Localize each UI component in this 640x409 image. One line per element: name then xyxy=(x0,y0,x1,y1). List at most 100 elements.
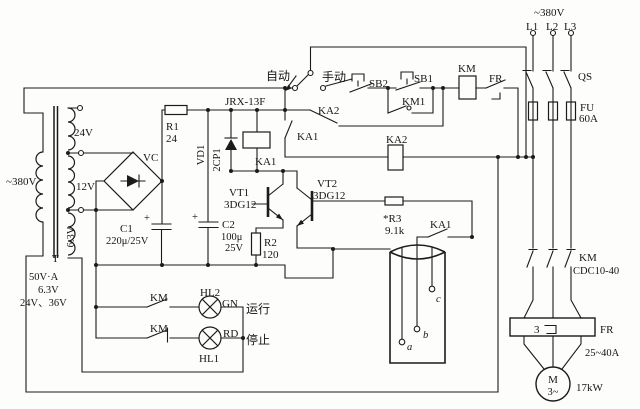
resistor-r3 xyxy=(384,196,404,206)
label-2cp1: 2CP1 xyxy=(212,148,223,171)
label-supply-voltage: ~380V xyxy=(534,7,564,19)
fuse-l3 xyxy=(565,101,577,121)
bridge-rectifier xyxy=(103,151,163,211)
label-km-type: CDC10-40 xyxy=(573,266,619,277)
resistor-r1 xyxy=(164,104,188,116)
label-l2: L2 xyxy=(546,21,558,33)
diode-vd1-icon xyxy=(225,139,237,150)
label-hl1: HL1 xyxy=(199,353,219,365)
label-vd1: VD1 xyxy=(196,145,207,165)
label-km-coil: KM xyxy=(458,63,476,75)
label-r1: R1 xyxy=(166,121,179,133)
label-motor-power: 17kW xyxy=(576,382,604,394)
label-r1-val: 24 xyxy=(166,133,178,145)
label-primary-voltage: ~380V xyxy=(6,176,36,188)
label-run: 运行 xyxy=(246,302,270,316)
label-vt2-type: 3DG12 xyxy=(313,190,345,202)
label-t-spec1: 50V·A xyxy=(29,272,59,283)
resistor-r2 xyxy=(250,232,262,256)
label-km-lamp2: KM xyxy=(150,323,168,335)
junction-dots xyxy=(66,86,535,340)
label-t: T xyxy=(52,253,59,265)
bridge-diode-icon xyxy=(127,175,139,187)
vt1-emitter-arrow xyxy=(276,213,283,220)
transformer-symbol xyxy=(35,106,76,258)
fr-heater-icon xyxy=(544,324,557,335)
label-fr-range: 25~40A xyxy=(585,348,620,359)
label-fu: FU xyxy=(580,102,594,114)
probe-a-tip xyxy=(398,338,406,346)
label-r3-val: 9.1k xyxy=(385,225,405,237)
label-hl2: HL2 xyxy=(200,287,220,299)
fuse-l1 xyxy=(527,101,539,121)
label-c1-plus: + xyxy=(144,213,150,224)
secondary-winding xyxy=(67,107,76,256)
terminal-l1 xyxy=(529,29,537,37)
label-sb2: SB2 xyxy=(369,78,388,90)
label-vt1: VT1 xyxy=(229,187,249,199)
label-sb1: SB1 xyxy=(414,73,433,85)
label-km-lamp1: KM xyxy=(150,292,168,304)
terminal-tap2 xyxy=(77,206,85,214)
label-gn: GN xyxy=(222,298,238,310)
auto-arrow-icon xyxy=(285,84,292,91)
symbol-ticks xyxy=(166,69,576,343)
label-c2: C2 xyxy=(222,219,235,231)
vt2-emitter-arrow xyxy=(297,219,304,226)
label-fu-val: 60A xyxy=(579,113,598,125)
lamp-hl1 xyxy=(198,326,222,350)
label-rd: RD xyxy=(223,328,238,340)
label-t-spec2: 6.3V xyxy=(38,285,59,296)
label-jrx13f: JRX-13F xyxy=(225,96,265,108)
switch-blades xyxy=(146,71,572,339)
relay-coil-ka1 xyxy=(242,131,271,149)
label-stop: 停止 xyxy=(246,332,270,347)
transformer-core xyxy=(53,106,59,258)
terminal-l2 xyxy=(549,29,557,37)
label-qs: QS xyxy=(578,71,592,83)
labels: ~380V 24V 12V 6.3V T 50V·A 6.3V 24V、36V … xyxy=(6,7,620,398)
label-t-spec3: 24V、36V xyxy=(20,298,67,309)
schematic-wiring xyxy=(23,34,582,393)
relay-coil-ka2 xyxy=(387,144,404,171)
label-ka1-coil: KA1 xyxy=(255,156,276,168)
label-motor-m: M xyxy=(548,374,558,386)
terminal-24v xyxy=(76,104,84,112)
label-c2-val1: 100μ xyxy=(221,232,243,243)
label-c1-val: 220μ/25V xyxy=(106,236,149,247)
label-c2-val2: 25V xyxy=(225,243,244,254)
label-ka1-contact: KA1 xyxy=(297,131,318,143)
probe-c-tip xyxy=(428,285,436,293)
label-fr-num: 3 xyxy=(534,324,540,336)
label-r2: R2 xyxy=(264,237,277,249)
manual-terminal xyxy=(319,84,327,92)
lamp-hl2 xyxy=(198,295,222,319)
label-probe-a: a xyxy=(407,342,412,353)
label-ka2-contact: KA2 xyxy=(318,105,339,117)
label-r3: *R3 xyxy=(383,213,402,225)
km1-contact-tip xyxy=(406,105,412,111)
label-fr-contact: FR xyxy=(489,73,503,85)
water-tank xyxy=(389,252,446,364)
label-km1: KM1 xyxy=(402,96,425,108)
label-ka2-coil: KA2 xyxy=(386,134,407,146)
label-c2-plus: + xyxy=(192,212,198,223)
probe-b-tip xyxy=(413,325,421,333)
label-c1: C1 xyxy=(120,223,133,235)
label-probe-c: c xyxy=(436,294,441,305)
label-6v3: 6.3V xyxy=(66,226,77,247)
label-vt1-type: 3DG12 xyxy=(224,199,256,211)
label-l1: L1 xyxy=(526,21,538,33)
contactor-coil-km xyxy=(458,75,477,100)
thermal-relay-fr xyxy=(509,317,596,337)
label-l3: L3 xyxy=(564,21,577,33)
label-ka1-probe-contact: KA1 xyxy=(430,219,451,231)
label-r2-val: 120 xyxy=(262,249,279,261)
label-24v: 24V xyxy=(74,127,93,139)
label-fr-box: FR xyxy=(600,324,614,336)
label-vc: VC xyxy=(143,152,158,164)
label-manual: 手动 xyxy=(322,70,346,84)
terminal-tap1 xyxy=(77,149,85,157)
